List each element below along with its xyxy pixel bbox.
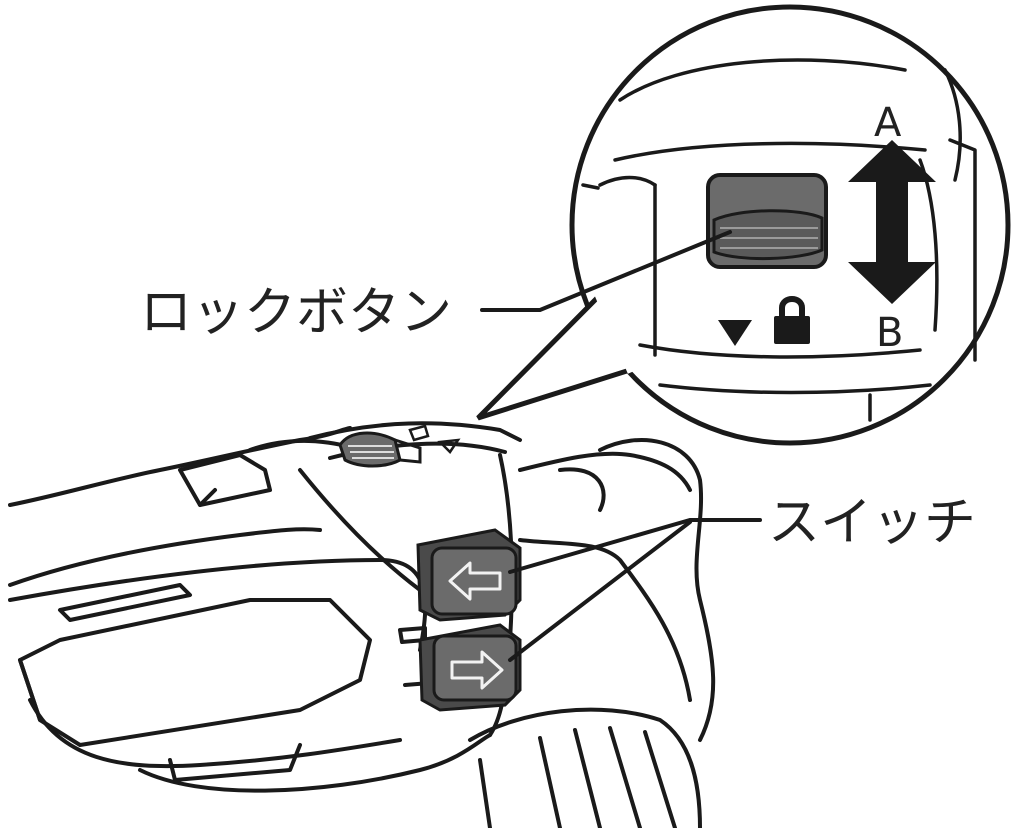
lock-button-leader: [480, 230, 732, 312]
switch-right-button[interactable]: [418, 623, 522, 712]
padlock-icon: [774, 296, 810, 344]
tool-body: [8, 421, 716, 828]
double-arrow-vertical-icon: [848, 140, 936, 304]
direction-a-label: A: [874, 100, 902, 146]
leader-lines: [480, 230, 762, 662]
switch-leader-bottom: [508, 520, 692, 662]
switch-label: スイッチ: [768, 493, 976, 553]
direction-b-label: B: [876, 310, 903, 356]
lock-button-on-tool[interactable]: [338, 431, 422, 468]
lock-button-label: ロックボタン: [140, 283, 452, 343]
arrow-left-icon: [448, 561, 502, 601]
callout-detail: [581, 58, 977, 422]
tool-lock-marks: [408, 424, 461, 454]
lock-button-zoomed[interactable]: [706, 173, 828, 269]
arrow-right-icon: [450, 650, 504, 690]
switch-left-button[interactable]: [416, 528, 522, 622]
triangle-down-icon: [718, 320, 752, 346]
